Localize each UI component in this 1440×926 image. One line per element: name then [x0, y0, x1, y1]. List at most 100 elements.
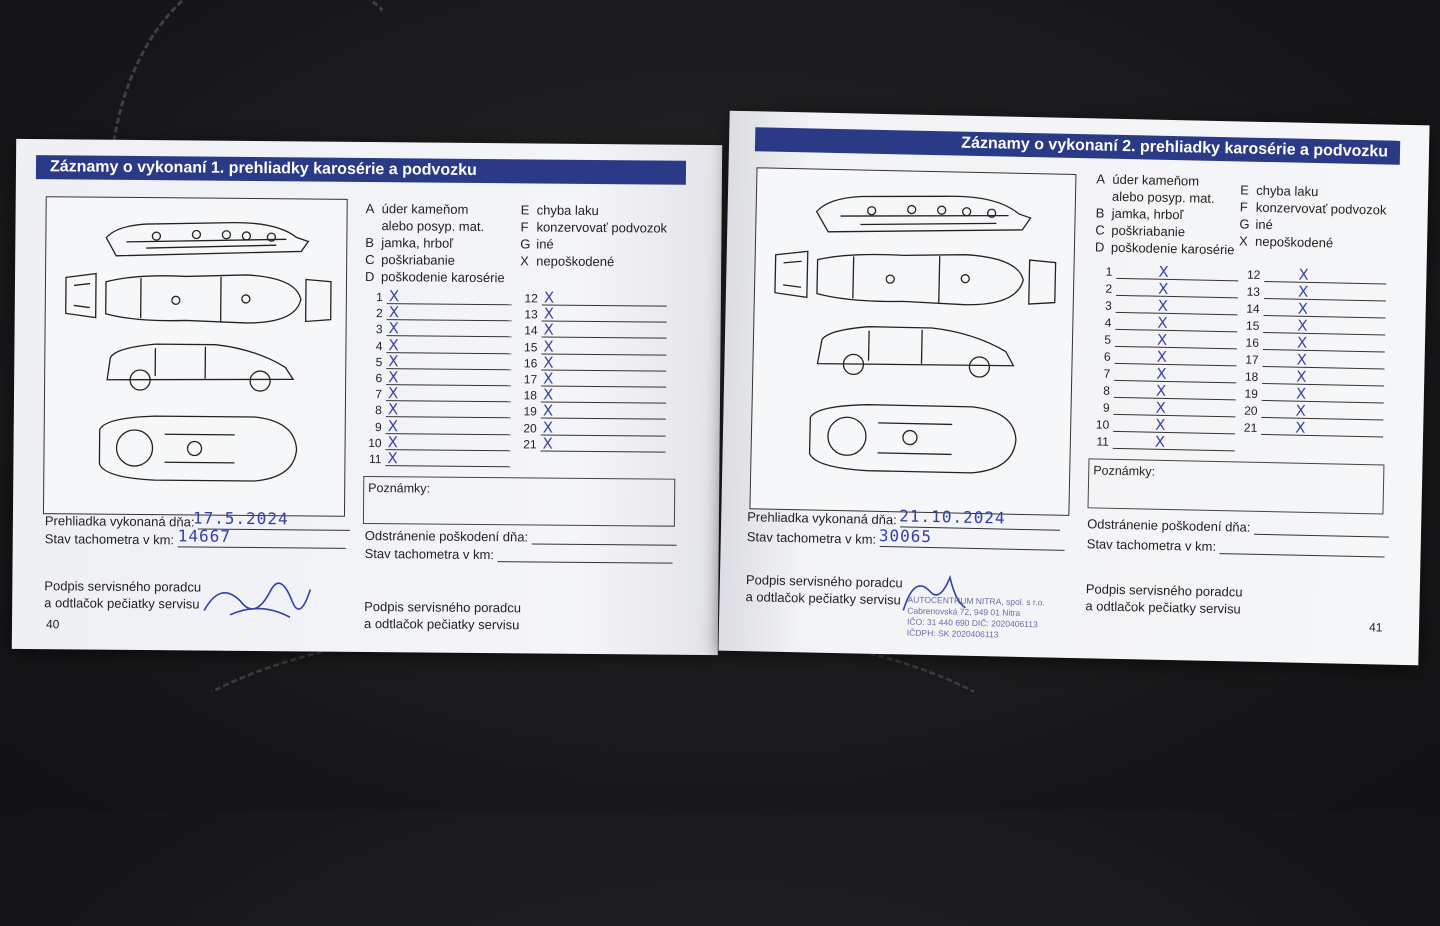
checklist-number: 13 — [1242, 284, 1260, 298]
checklist-line[interactable] — [541, 437, 666, 452]
notes-label: Poznámky: — [368, 481, 430, 496]
checklist-line[interactable] — [541, 389, 666, 404]
handwritten-mark: X — [1296, 385, 1307, 403]
handwritten-mark: X — [1155, 399, 1166, 417]
checklist-line[interactable] — [387, 306, 512, 321]
checklist-line[interactable] — [542, 308, 667, 323]
checklist-line[interactable] — [1262, 370, 1384, 387]
checklist-number: 9 — [1091, 400, 1109, 414]
checklist-line[interactable] — [385, 452, 510, 467]
checklist-number: 16 — [1241, 335, 1259, 349]
checklist-line[interactable] — [386, 339, 511, 354]
checklist-line[interactable] — [541, 340, 666, 355]
checklist-line[interactable] — [386, 420, 511, 435]
car-outline-icon — [44, 197, 347, 516]
checklist-number: 6 — [1093, 349, 1111, 363]
repair-date-field: Odstránenie poškodení dňa: — [1087, 516, 1389, 537]
car-body-diagram — [749, 167, 1076, 516]
checklist-line[interactable] — [386, 371, 511, 386]
odometer2-field: Stav tachometra v km: — [365, 546, 673, 564]
checklist-line[interactable] — [386, 387, 511, 402]
checklist-line[interactable] — [1262, 387, 1384, 404]
checklist-line[interactable] — [541, 373, 666, 388]
checklist-number: 1 — [365, 290, 383, 304]
checklist-number: 10 — [364, 436, 382, 450]
odometer2-field: Stav tachometra v km: — [1087, 536, 1385, 557]
checklist-line[interactable] — [386, 404, 511, 419]
checklist-number: 11 — [363, 452, 381, 466]
checklist-number: 21 — [519, 437, 537, 451]
checklist-line[interactable] — [387, 290, 512, 305]
checklist-number: 12 — [520, 291, 538, 305]
checklist-line[interactable] — [1264, 285, 1386, 302]
checklist-line[interactable] — [1262, 353, 1384, 370]
checklist-line[interactable] — [1113, 418, 1235, 435]
checklist-line[interactable] — [542, 324, 667, 339]
checklist-number: 17 — [1240, 352, 1258, 366]
checklist-line[interactable] — [1114, 367, 1236, 384]
handwritten-mark: X — [1295, 419, 1306, 437]
handwritten-mark: X — [1158, 263, 1169, 281]
checklist-number: 11 — [1091, 434, 1109, 448]
car-body-diagram — [43, 196, 348, 517]
page-title: Záznamy o vykonaní 2. prehliadky karosér… — [755, 127, 1400, 165]
checklist-number: 14 — [520, 324, 538, 338]
checklist-number: 4 — [364, 339, 382, 353]
checklist-line[interactable] — [1115, 333, 1237, 350]
handwritten-mark: X — [1157, 314, 1168, 332]
checklist-number: 16 — [519, 356, 537, 370]
checklist-line[interactable] — [386, 355, 511, 370]
checklist-number: 3 — [1094, 298, 1112, 312]
handwritten-mark: X — [1298, 266, 1309, 284]
inspection-date-value: 21.10.2024 — [899, 506, 1006, 527]
checklist-line[interactable] — [1114, 384, 1236, 401]
checklist-number: 15 — [1241, 318, 1259, 332]
checklist-line[interactable] — [1115, 316, 1237, 333]
service-booklet: Záznamy o vykonaní 1. prehliadky karosér… — [14, 118, 1436, 688]
notes-box[interactable]: Poznámky: — [1087, 458, 1384, 514]
checklist-number: 4 — [1093, 315, 1111, 329]
page-number: 40 — [46, 617, 59, 631]
handwritten-mark: X — [1155, 416, 1166, 434]
checklist-line[interactable] — [1263, 336, 1385, 353]
page-left: Záznamy o vykonaní 1. prehliadky karosér… — [12, 139, 722, 655]
checklist-line[interactable] — [542, 292, 667, 307]
checklist-line[interactable] — [1116, 265, 1238, 282]
odometer-value: 30065 — [879, 526, 933, 546]
handwritten-mark: X — [1297, 334, 1308, 352]
checklist-line[interactable] — [1116, 299, 1238, 316]
checklist-number: 17 — [519, 372, 537, 386]
checklist-line[interactable] — [1264, 268, 1386, 285]
checklist-line[interactable] — [1261, 404, 1383, 421]
checklist-line[interactable] — [1116, 282, 1238, 299]
car-outline-icon — [750, 168, 1075, 515]
checklist-line[interactable] — [386, 436, 511, 451]
checklist-line[interactable] — [387, 323, 512, 338]
checklist-line[interactable] — [1264, 302, 1386, 319]
checklist-number: 6 — [364, 371, 382, 385]
checklist-number: 20 — [519, 421, 537, 435]
odometer-value: 14667 — [178, 526, 231, 545]
checklist-line[interactable] — [1261, 421, 1383, 438]
checklist-line[interactable] — [1113, 435, 1235, 452]
checklist-line[interactable] — [1263, 319, 1385, 336]
checklist-line[interactable] — [1115, 350, 1237, 367]
checklist-line[interactable] — [541, 421, 666, 436]
checklist-line[interactable] — [541, 405, 666, 420]
checklist-number: 21 — [1239, 420, 1257, 434]
checklist-line[interactable] — [1113, 401, 1235, 418]
checklist-number: 7 — [364, 387, 382, 401]
notes-box[interactable]: Poznámky: — [363, 476, 675, 527]
checklist-line[interactable] — [541, 356, 666, 371]
handwritten-mark: X — [1156, 348, 1167, 366]
checklist-number: 2 — [1094, 281, 1112, 295]
checklist-number: 12 — [1242, 268, 1260, 282]
checklist-number: 9 — [364, 420, 382, 434]
checklist-number: 3 — [365, 322, 383, 336]
handwritten-mark: X — [1158, 297, 1169, 315]
handwritten-mark: X — [1156, 365, 1167, 383]
handwritten-mark: X — [543, 434, 553, 452]
